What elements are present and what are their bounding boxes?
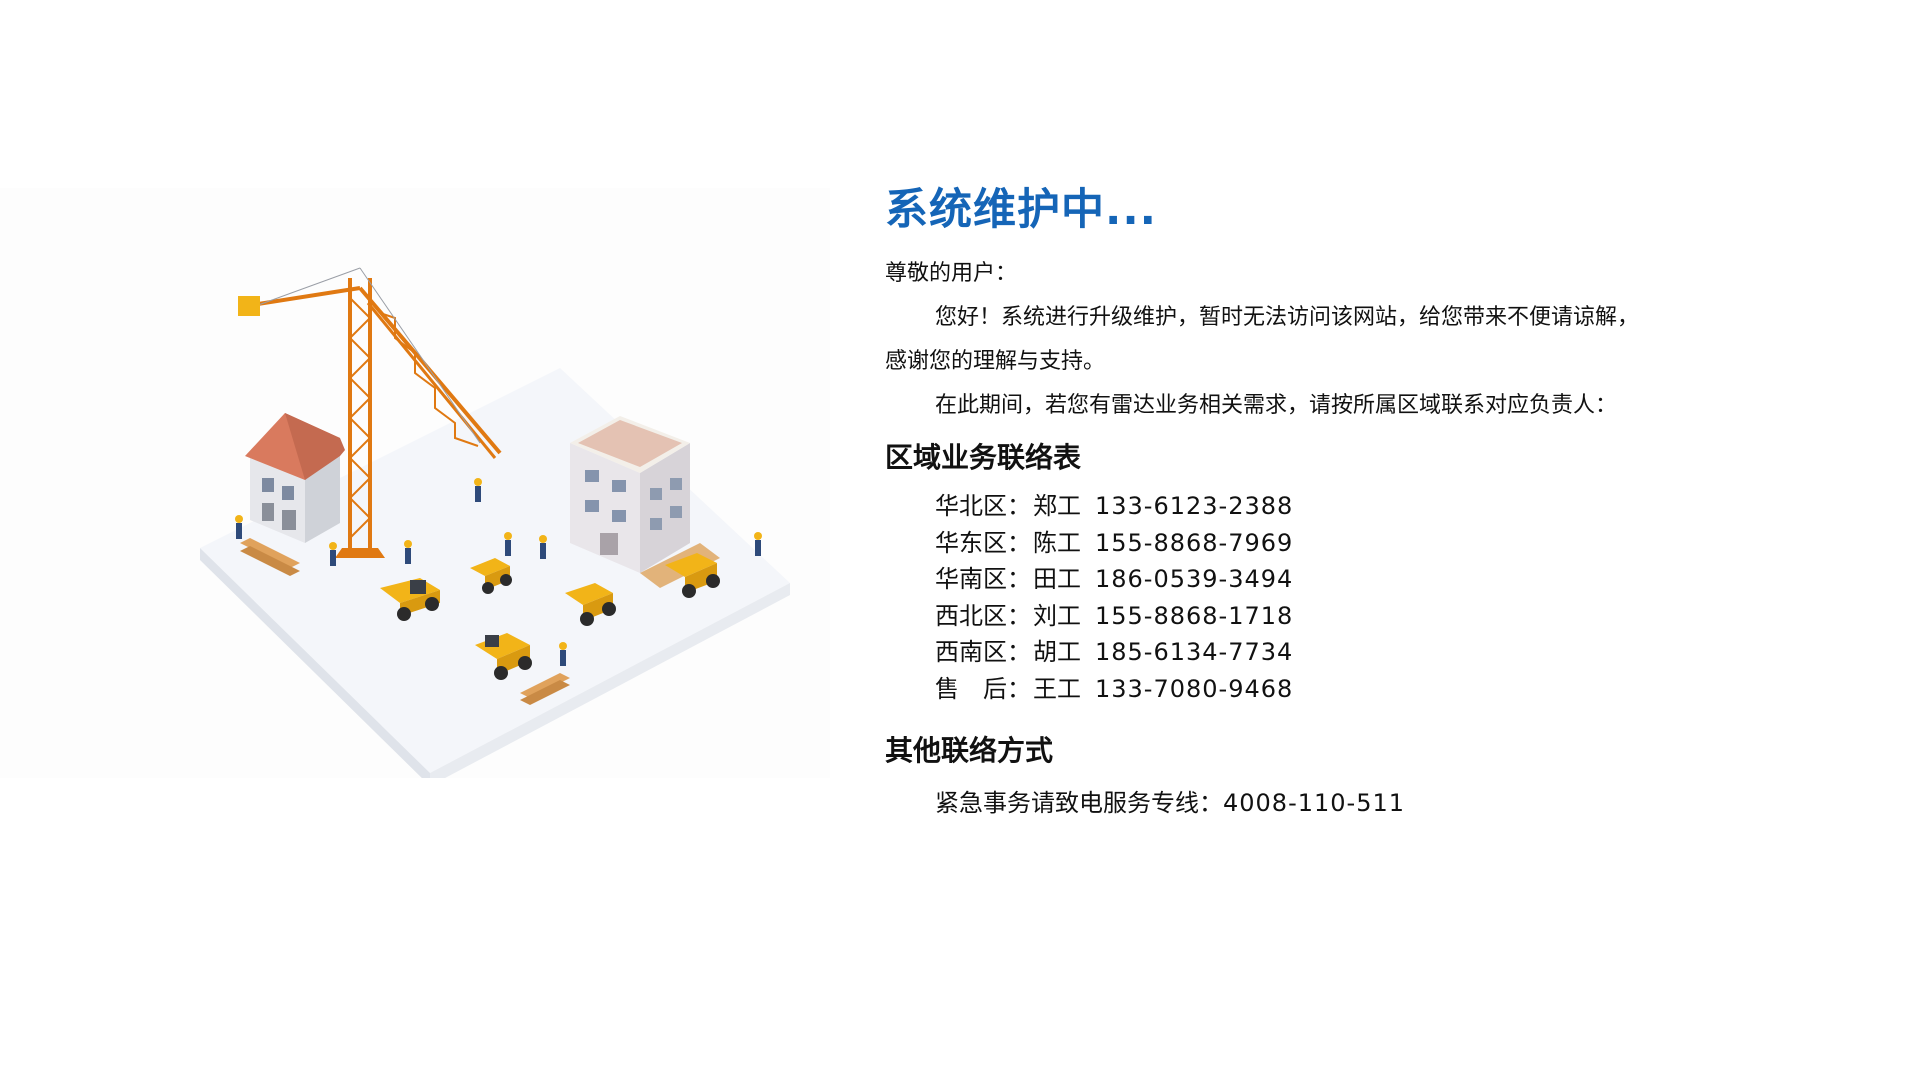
contact-phone: 133-7080-9468 — [1095, 674, 1294, 703]
contact-row: 售 后：王工 133-7080-9468 — [935, 671, 1885, 708]
building-right — [570, 416, 720, 588]
contact-region: 西北区： — [935, 601, 1031, 630]
greeting: 尊敬的用户： — [885, 261, 1018, 286]
contact-person: 郑工 — [1033, 492, 1081, 520]
contact-phone: 155-8868-7969 — [1095, 528, 1294, 557]
contact-person: 田工 — [1033, 565, 1081, 593]
workers — [235, 478, 762, 666]
contact-row: 华东区：陈工 155-8868-7969 — [935, 525, 1885, 562]
construction-illustration — [0, 188, 830, 778]
contact-phone: 133-6123-2388 — [1095, 492, 1294, 520]
contact-row: 华南区：田工 186-0539-3494 — [935, 561, 1885, 598]
contact-region: 华北区： — [935, 492, 1031, 520]
contact-person: 王工 — [1033, 674, 1081, 703]
contact-region: 华南区： — [935, 565, 1031, 593]
message-line-3: 在此期间，若您有雷达业务相关需求，请按所属区域联系对应负责人： — [935, 393, 1618, 418]
hotline-label: 紧急事务请致电服务专线： — [935, 789, 1223, 817]
page-title: 系统维护中... — [885, 185, 1158, 235]
construction-vehicles — [380, 553, 720, 680]
maintenance-notice: 系统维护中... 尊敬的用户： 您好！系统进行升级维护，暂时无法访问该网站，给您… — [885, 180, 1885, 825]
lumber-pile — [240, 538, 570, 705]
contact-region: 华东区： — [935, 528, 1031, 557]
contact-row: 西南区：胡工 185-6134-7734 — [935, 634, 1885, 671]
contact-phone: 186-0539-3494 — [1095, 565, 1294, 593]
house-left — [245, 413, 345, 543]
contact-person: 陈工 — [1033, 528, 1081, 557]
hotline-number: 4008-110-511 — [1223, 789, 1406, 817]
contact-person: 刘工 — [1033, 601, 1081, 630]
message-line-2: 感谢您的理解与支持。 — [885, 349, 1106, 374]
tower-crane — [244, 267, 502, 548]
hotline: 紧急事务请致电服务专线：4008-110-511 — [885, 781, 1885, 825]
contact-person: 胡工 — [1033, 638, 1081, 666]
contact-region: 西南区： — [935, 638, 1031, 666]
contact-phone: 155-8868-1718 — [1095, 601, 1294, 630]
contact-phone: 185-6134-7734 — [1095, 638, 1294, 666]
contacts-heading: 区域业务联络表 — [885, 441, 1082, 474]
contact-region: 售 后： — [935, 674, 1031, 703]
contact-row: 西北区：刘工 155-8868-1718 — [935, 598, 1885, 635]
message-line-1: 您好！系统进行升级维护，暂时无法访问该网站，给您带来不便请谅解， — [935, 305, 1640, 330]
other-contact-heading: 其他联络方式 — [885, 734, 1054, 767]
contact-row: 华北区：郑工 133-6123-2388 — [935, 488, 1885, 525]
